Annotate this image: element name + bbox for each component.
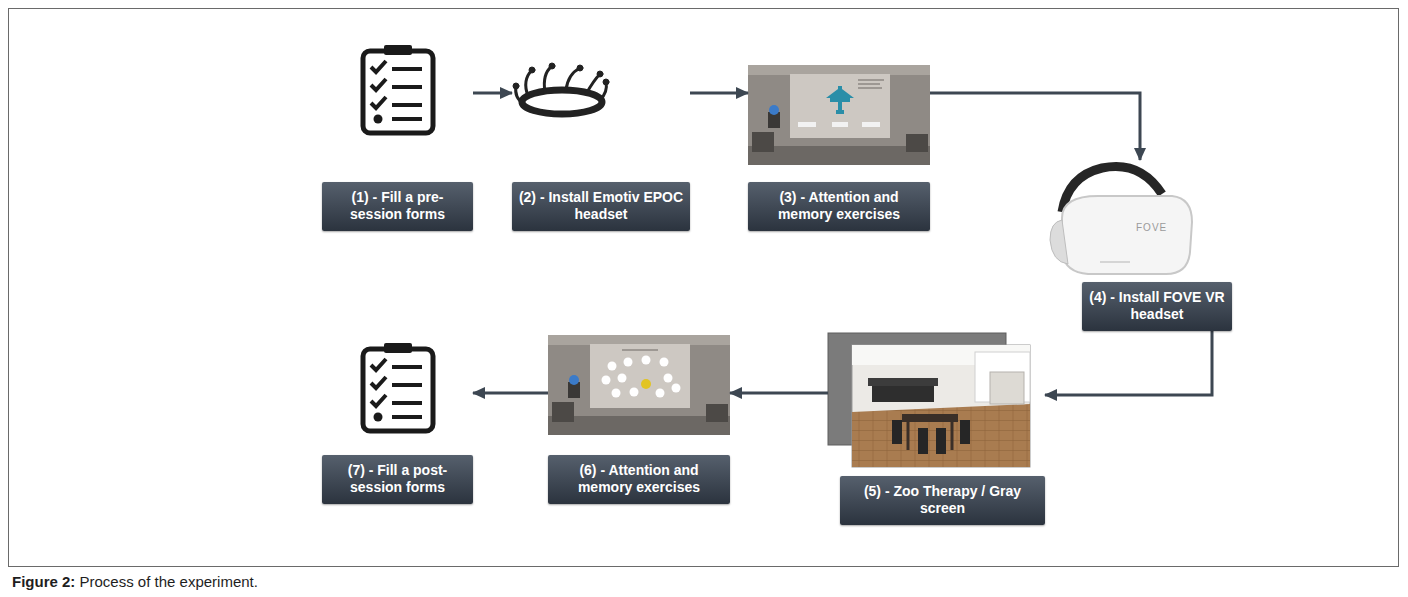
step-label: (3) - Attention and memory exercises	[754, 189, 924, 223]
flow-arrow	[690, 92, 748, 95]
flow-arrow	[1045, 331, 1212, 395]
step-label: (7) - Fill a post-session forms	[328, 462, 467, 496]
flow-arrow	[473, 392, 548, 395]
logo-text: FOVE	[1136, 222, 1167, 233]
step-label-box: (2) - Install Emotiv EPOC headset	[512, 182, 690, 231]
step-label-box: (5) - Zoo Therapy / Gray screen	[840, 476, 1045, 525]
process-step: (3) - Attention and memory exercises	[748, 65, 930, 231]
step-label: (5) - Zoo Therapy / Gray screen	[846, 483, 1039, 517]
vr-room-screenshot	[548, 335, 730, 435]
step-label-box: (7) - Fill a post-session forms	[322, 455, 473, 504]
step-label-box: (4) - Install FOVE VR headset	[1082, 282, 1232, 331]
form-icon	[363, 45, 433, 133]
process-step: (5) - Zoo Therapy / Gray screen	[828, 333, 1045, 525]
figure-caption: Figure 2: Process of the experiment.	[12, 573, 258, 590]
step-label: (2) - Install Emotiv EPOC headset	[518, 189, 684, 223]
figure-border	[9, 9, 1399, 567]
form-icon	[363, 343, 433, 431]
step-label: (6) - Attention and memory exercises	[554, 462, 724, 496]
step-label: (4) - Install FOVE VR headset	[1088, 289, 1226, 323]
process-step: (2) - Install Emotiv EPOC headset	[512, 62, 690, 231]
step-label: (1) - Fill a pre-session forms	[328, 189, 467, 223]
vr-headset	[1050, 166, 1192, 274]
flow-arrow	[473, 92, 512, 95]
vr-room-screenshot	[748, 65, 930, 165]
eeg-headset	[513, 63, 609, 114]
step-label-box: (6) - Attention and memory exercises	[548, 455, 730, 504]
step-label-box: (3) - Attention and memory exercises	[748, 182, 930, 231]
zoo-therapy-screenshot	[828, 333, 1030, 467]
process-step: (6) - Attention and memory exercises	[548, 335, 730, 504]
process-step: (7) - Fill a post-session forms	[322, 342, 473, 504]
step-label-box: (1) - Fill a pre-session forms	[322, 182, 473, 231]
flow-arrow	[930, 93, 1140, 160]
process-step: (4) - Install FOVE VR headset	[1046, 160, 1232, 331]
flow-arrow	[730, 392, 828, 395]
process-step: (1) - Fill a pre-session forms	[322, 44, 473, 231]
